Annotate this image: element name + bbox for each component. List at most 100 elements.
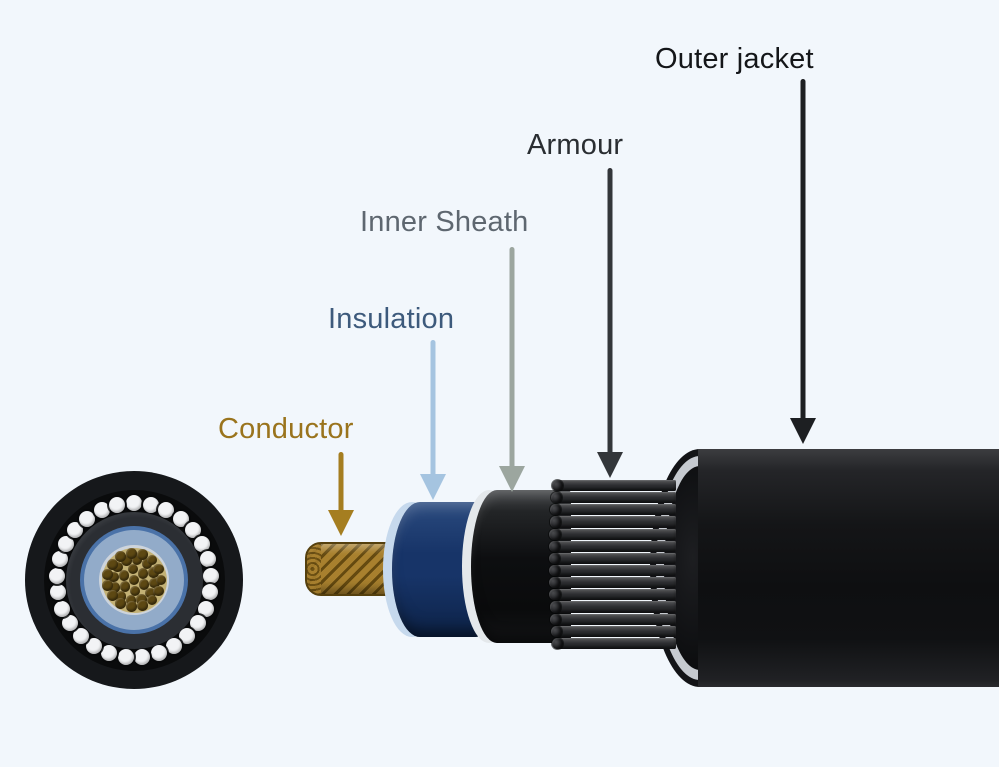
xs-armour-wire	[51, 551, 68, 568]
armour-arrow	[597, 168, 623, 478]
xs-conductor-strand	[153, 585, 165, 597]
xs-conductor-strand	[146, 594, 158, 606]
inner-sheath-arrow-shaft	[509, 247, 515, 470]
xs-armour-wire	[172, 510, 189, 527]
xs-conductor-bed	[101, 547, 167, 613]
armour-rod-end	[549, 577, 561, 589]
xs-conductor-strand	[125, 595, 137, 607]
outer-jacket-segment	[698, 449, 999, 687]
xs-armour-wire	[73, 627, 90, 644]
xs-conductor-strand	[138, 579, 150, 591]
armour-rod	[549, 589, 676, 601]
armour-rod	[551, 492, 676, 504]
armour-arrow-shaft	[607, 168, 613, 456]
xs-armour-wire	[189, 615, 206, 632]
xs-conductor-strand	[131, 553, 143, 565]
xs-conductor-strand	[129, 585, 141, 597]
armour-arrow-head	[597, 452, 623, 478]
xs-conductor-strand	[120, 555, 132, 566]
xs-conductor-strand	[137, 568, 149, 580]
xs-conductor-strand	[145, 587, 156, 599]
armour-rod	[552, 480, 676, 492]
conductor-arrow-head	[328, 510, 354, 536]
xs-armour-wire	[93, 502, 110, 519]
xs-conductor-strand	[106, 590, 118, 602]
xs-conductor-strand	[136, 548, 148, 560]
cable-cross-section	[25, 471, 243, 689]
xs-armour-wire	[49, 567, 66, 584]
armour-wires-segment	[549, 480, 676, 650]
inner-sheath-arrow	[499, 247, 525, 492]
xs-conductor-strand	[128, 574, 140, 586]
armour-rod-end	[552, 637, 564, 649]
armour-rod-end	[551, 625, 563, 637]
xs-conductor-strand	[102, 580, 113, 591]
xs-armour-wire	[54, 600, 71, 617]
outer-jacket-arrow-head	[790, 418, 816, 444]
xs-conductor-strand	[153, 563, 165, 575]
conductor-cut-face	[307, 544, 321, 594]
label-armour: Armour	[527, 129, 624, 161]
conductor-arrow	[328, 452, 354, 536]
insulation-arrow-head	[420, 474, 446, 500]
armour-rod-end	[549, 516, 561, 528]
xs-armour-wire	[194, 535, 211, 552]
conductor-arrow-shaft	[338, 452, 344, 514]
armour-rod	[550, 504, 676, 516]
xs-armour-wire	[201, 584, 218, 601]
outer-jacket-arrow	[790, 79, 816, 444]
armour-rod-end	[552, 480, 564, 492]
xs-armour-wire	[197, 600, 214, 617]
xs-conductor-strand	[119, 580, 131, 592]
xs-armour-wire	[62, 615, 79, 632]
armour-rod	[549, 577, 676, 589]
armour-rod	[552, 637, 676, 649]
armour-rod-end	[549, 552, 561, 564]
armour-rod-end	[550, 504, 562, 516]
xs-armour-wires	[25, 471, 243, 689]
xs-armour-wire	[142, 496, 159, 513]
xs-armour-wire	[158, 502, 175, 519]
xs-armour-wire	[57, 535, 74, 552]
xs-armour-wire	[184, 522, 201, 539]
xs-armour-wire	[109, 496, 126, 513]
xs-conductor-strand	[112, 561, 123, 573]
armour-rod	[549, 601, 676, 613]
armour-rod	[549, 528, 676, 540]
xs-conductor-strand	[141, 558, 153, 569]
xs-armour-wire	[126, 495, 142, 511]
xs-armour-wire	[67, 522, 84, 539]
label-conductor: Conductor	[218, 413, 354, 445]
xs-conductor-strand	[115, 551, 126, 562]
armour-rod	[550, 613, 676, 625]
xs-armour-wire	[200, 551, 217, 568]
armour-rod-end	[549, 540, 561, 552]
xs-conductor-strand	[107, 571, 119, 583]
xs-armour-wire	[150, 644, 167, 661]
armour-rod-end	[550, 613, 562, 625]
xs-conductor-strand	[125, 601, 137, 613]
xs-conductor-strand	[106, 558, 118, 570]
xs-armour-wire	[117, 648, 134, 665]
xs-conductor-strand	[146, 554, 158, 566]
armour-rod-end	[551, 492, 563, 504]
xs-armour-wire	[50, 584, 66, 601]
xs-armour-wire	[86, 637, 103, 654]
xs-armour-wire	[79, 510, 96, 527]
xs-armour-wire	[165, 637, 182, 654]
label-outer-jacket: Outer jacket	[655, 43, 814, 75]
xs-conductor-strand	[125, 547, 137, 559]
xs-conductor-strand	[115, 597, 126, 609]
xs-conductor-strand	[127, 563, 139, 575]
xs-armour-wire	[178, 627, 195, 644]
xs-conductor-strand	[115, 591, 127, 602]
armour-rod	[549, 565, 676, 577]
xs-conductor-strand	[149, 577, 161, 589]
armour-rod-end	[549, 565, 561, 577]
xs-conductor-strand	[118, 569, 130, 581]
xs-conductor-strand	[136, 600, 148, 612]
insulation-arrow-shaft	[430, 340, 436, 478]
xs-conductor-strand	[109, 582, 120, 594]
xs-armour-wire	[101, 644, 118, 661]
